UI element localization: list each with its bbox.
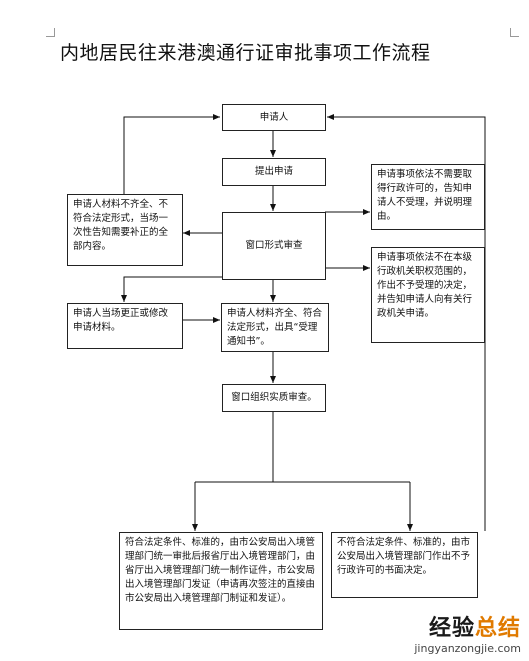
- node-no-license-required: 申请事项依法不需要取得行政许可的，告知申请人不受理，并说明理由。: [371, 164, 485, 230]
- node-submit-application: 提出申请: [222, 158, 326, 186]
- node-substantive-review: 窗口组织实质审查。: [222, 384, 326, 412]
- watermark-url: jingyanzongjie.com: [414, 642, 521, 655]
- flowchart-title: 内地居民往来港澳通行证审批事项工作流程: [60, 42, 431, 64]
- watermark-logo-accent: 总结: [474, 616, 521, 641]
- arrow-reject-loop-to-applicant: [327, 114, 486, 531]
- node-accepted-notice: 申请人材料齐全、符合法定形式，出具“受理通知书”。: [221, 303, 329, 352]
- arrow-incomplete-to-applicant: [123, 114, 220, 194]
- crop-mark-top-right: [510, 28, 519, 37]
- node-applicant: 申请人: [222, 104, 326, 131]
- watermark-logo: 经验总结 jingyanzongjie.com: [414, 610, 521, 655]
- node-not-in-jurisdiction: 申请事项依法不在本级行政机关职权范围的，作出不予受理的决定，并告知申请人向有关行…: [371, 247, 485, 343]
- crop-mark-top-left: [46, 28, 55, 37]
- node-approval-outcome: 符合法定条件、标准的，由市公安局出入境管理部门统一审批后报省厅出入境管理部门，由…: [119, 532, 323, 630]
- node-correct-on-site: 申请人当场更正或修改申请材料。: [67, 303, 183, 349]
- node-window-formal-review: 窗口形式审查: [222, 212, 326, 280]
- node-materials-incomplete: 申请人材料不齐全、不符合法定形式，当场一次性告知需要补正的全部内容。: [67, 194, 183, 266]
- node-rejection-outcome: 不符合法定条件、标准的，由市公安局出入境管理部门作出不予行政许可的书面决定。: [331, 532, 478, 598]
- watermark-logo-main: 经验: [428, 616, 475, 641]
- arrow-review-to-correction: [121, 276, 222, 302]
